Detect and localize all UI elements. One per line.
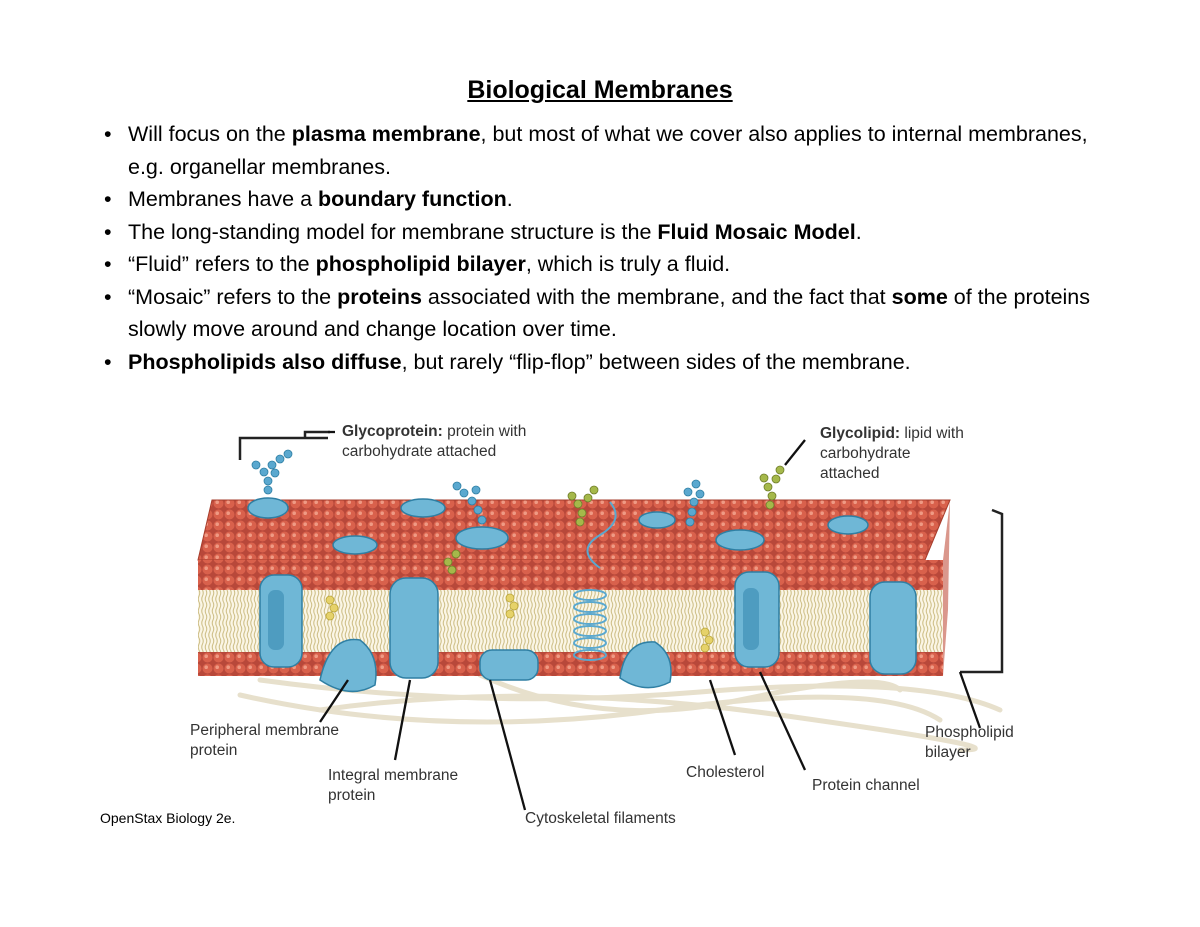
- bullet-item: The long-standing model for membrane str…: [104, 216, 1114, 249]
- bullet-text: The long-standing model for membrane str…: [128, 219, 658, 244]
- protein-channel-label: Protein channel: [812, 777, 920, 794]
- glycolipid-label: Glycolipid: lipid with: [820, 425, 964, 442]
- glycoprotein-bracket: [238, 430, 330, 460]
- bullet-bold-text: plasma membrane: [291, 122, 481, 146]
- bullet-list: Will focus on the plasma membrane, but m…: [104, 118, 1114, 378]
- bilayer-label-2: bilayer: [925, 744, 971, 761]
- peripheral-protein-label: Peripheral membrane: [190, 722, 339, 739]
- bullet-text: “Fluid” refers to the: [128, 252, 316, 276]
- bullet-bold-text: phospholipid bilayer: [315, 252, 526, 276]
- peripheral-proteins: [319, 638, 672, 693]
- leader-lines: [319, 430, 982, 811]
- bullet-text: , which is truly a fluid.: [525, 252, 731, 276]
- bullet-item: Phospholipids also diffuse, but rarely “…: [104, 346, 1114, 379]
- cytoskeletal-filaments: [237, 672, 1003, 753]
- glycolipid-desc-label: carbohydrate: [820, 445, 910, 462]
- bullet-bold-text: boundary function: [318, 187, 507, 211]
- bullet-item: “Mosaic” refers to the proteins associat…: [104, 281, 1114, 346]
- cholesterol-label: Cholesterol: [686, 764, 764, 781]
- peripheral-protein-label-2: protein: [190, 742, 237, 759]
- bullet-item: Membranes have a boundary function.: [104, 183, 1114, 216]
- glycoprotein-desc-label: carbohydrate attached: [342, 443, 496, 460]
- bullet-text: of the proteins slowly move around and c…: [128, 284, 1091, 342]
- glycolipid-carbohydrates: [443, 465, 785, 575]
- membrane-diagram: Glycoprotein: protein with carbohydrate …: [190, 423, 1014, 827]
- cytoskeletal-label: Cytoskeletal filaments: [525, 810, 676, 827]
- bullet-item: Will focus on the plasma membrane, but m…: [104, 118, 1114, 183]
- bullet-text: , but rarely “flip-flop” between sides o…: [401, 349, 911, 374]
- page-title: Biological Membranes: [467, 76, 733, 104]
- glycoprotein-carbohydrates: [251, 449, 705, 527]
- integral-protein-label-2: protein: [328, 787, 375, 804]
- bullet-bold-text: some: [891, 284, 948, 309]
- bullet-item: “Fluid” refers to the phospholipid bilay…: [104, 248, 1114, 281]
- membrane-figure: Glycoprotein: protein with carbohydrate …: [180, 410, 1030, 840]
- surface-proteins: [247, 497, 869, 555]
- bullet-bold-text: proteins: [337, 284, 422, 309]
- integral-protein-label: Integral membrane: [328, 767, 458, 784]
- bullet-text: associated with the membrane, and the fa…: [421, 284, 892, 309]
- bullet-text: “Mosaic” refers to the: [128, 284, 338, 309]
- bullet-text: Membranes have a: [128, 187, 319, 211]
- cholesterol-molecules: [325, 593, 714, 653]
- glycoprotein-label: Glycoprotein: protein with: [342, 423, 526, 440]
- figure-credit: OpenStax Biology 2e.: [100, 810, 236, 826]
- bullet-text: .: [855, 219, 862, 244]
- bullet-text: Will focus on the: [128, 122, 292, 146]
- bilayer-bracket: [960, 508, 1004, 674]
- bullet-text: .: [506, 187, 513, 211]
- bullet-bold-text: Fluid Mosaic Model: [657, 219, 856, 244]
- integral-proteins: [259, 571, 917, 681]
- bullet-bold-text: Phospholipids also diffuse: [128, 349, 402, 374]
- helix-protein: [573, 501, 617, 661]
- bullet-text: , but most of what we cover also applies…: [128, 122, 1088, 179]
- bilayer-label: Phospholipid: [925, 724, 1014, 741]
- glycolipid-desc-label-2: attached: [820, 465, 879, 482]
